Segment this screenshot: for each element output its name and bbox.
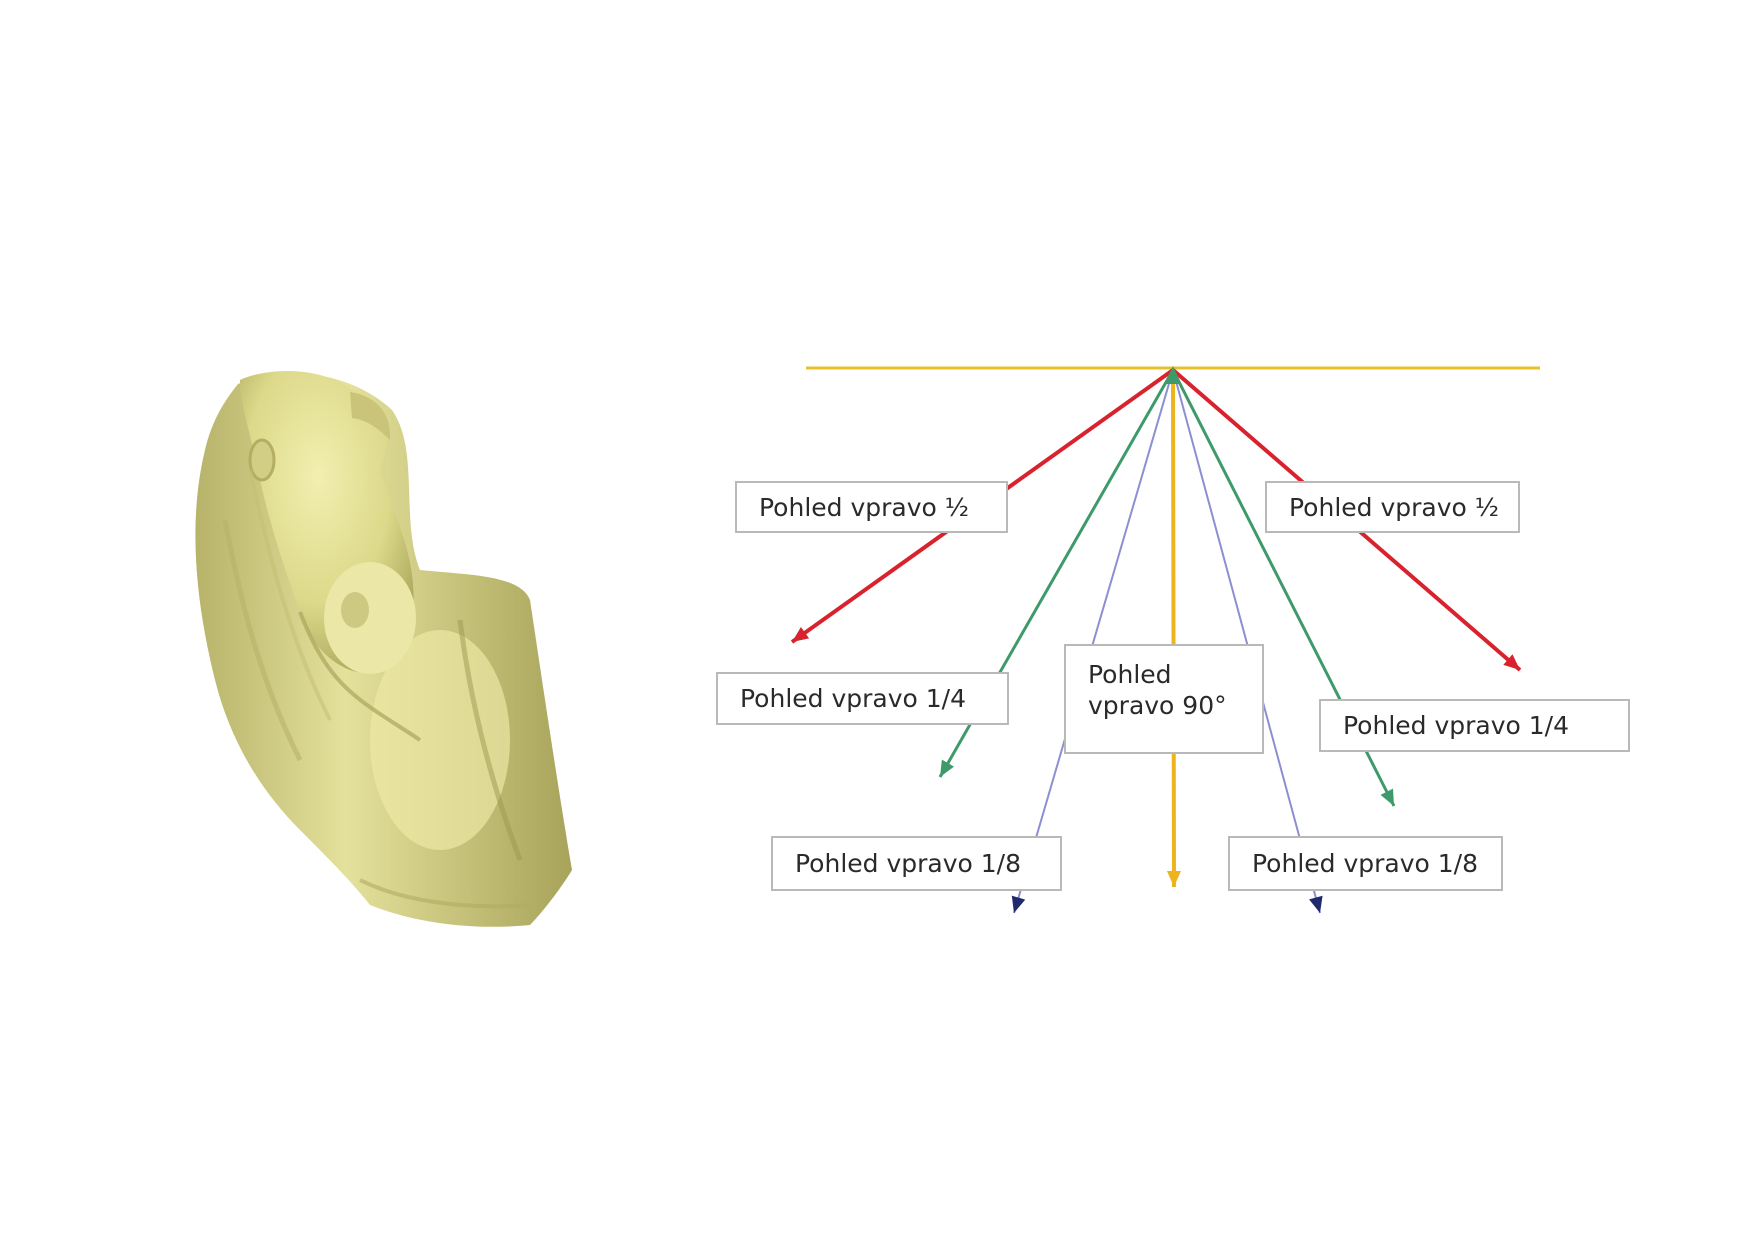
label-left-eighth: Pohled vpravo 1/8: [771, 836, 1062, 891]
label-right-eighth: Pohled vpravo 1/8: [1228, 836, 1503, 891]
ray-left-eighth-arrowhead: [1011, 895, 1026, 913]
label-left-half: Pohled vpravo ½: [735, 481, 1008, 533]
ray-left-half-arrowhead: [792, 627, 810, 642]
label-center-90: Pohled vpravo 90°: [1064, 644, 1264, 754]
label-center-line2: vpravo 90°: [1088, 691, 1227, 720]
label-right-quarter: Pohled vpravo 1/4: [1319, 699, 1630, 752]
horse-bust-sculpture-icon: [195, 370, 572, 927]
ray-center-90: [1171, 369, 1176, 888]
ray-center-90-arrowhead: [1166, 870, 1181, 887]
ray-left-quarter-arrowhead: [940, 759, 955, 777]
label-right-half: Pohled vpravo ½: [1265, 481, 1520, 533]
ray-right-half-arrowhead: [1503, 654, 1520, 670]
origin-marker: [1165, 366, 1181, 384]
label-left-quarter: Pohled vpravo 1/4: [716, 672, 1009, 725]
label-center-line1: Pohled: [1088, 660, 1172, 689]
ray-right-eighth: [1172, 369, 1321, 914]
ray-left-eighth: [1013, 369, 1174, 914]
ray-right-quarter-arrowhead: [1380, 788, 1394, 806]
ray-right-eighth-arrowhead: [1309, 895, 1323, 913]
